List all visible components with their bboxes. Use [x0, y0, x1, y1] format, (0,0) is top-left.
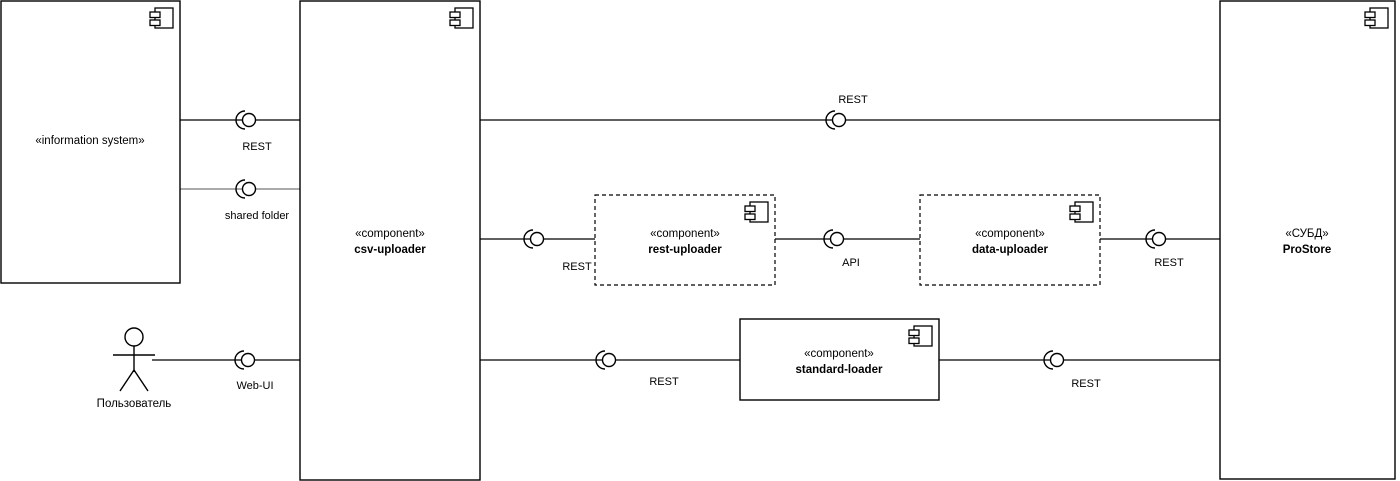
ball-icon — [1151, 231, 1167, 247]
interface-data-rest[interactable]: REST — [1145, 229, 1184, 269]
socket-arc-icon — [595, 350, 606, 370]
socket-arc-icon — [234, 350, 245, 370]
interface-is-rest[interactable]: REST — [235, 110, 272, 153]
interface-is-shared-folder[interactable]: shared folder — [225, 179, 290, 222]
interface-is-rest-label: REST — [242, 141, 272, 153]
interface-std-out-rest-label: REST — [1071, 378, 1101, 390]
component-icon — [449, 7, 474, 29]
node-rest-uploader-name: rest-uploader — [648, 244, 722, 256]
interface-top-rest[interactable]: REST — [825, 94, 868, 130]
interface-webui-label: Web-UI — [236, 380, 273, 392]
actor-right-leg-icon — [133, 369, 149, 392]
ball-icon — [240, 352, 256, 368]
ball-icon — [529, 231, 545, 247]
ball-icon — [829, 231, 845, 247]
interface-user-webui[interactable]: Web-UI — [234, 350, 274, 392]
socket-arc-icon — [1145, 229, 1156, 249]
interface-csv-rest-label: REST — [562, 261, 592, 273]
interface-std-in-rest-label: REST — [649, 376, 679, 388]
component-icon — [1364, 7, 1389, 29]
component-icon — [744, 201, 769, 223]
node-prostore[interactable]: «СУБД» ProStore — [1219, 0, 1396, 480]
ball-icon — [831, 112, 847, 128]
node-csv-uploader-stereotype: «component» — [355, 228, 425, 240]
node-standard-loader[interactable]: «component» standard-loader — [739, 318, 940, 401]
component-icon — [908, 325, 933, 347]
node-csv-uploader-box — [299, 0, 481, 481]
socket-arc-icon — [235, 110, 246, 130]
ball-icon — [1049, 352, 1065, 368]
node-csv-uploader-name: csv-uploader — [354, 244, 426, 256]
node-information-system-box — [0, 0, 181, 284]
interface-shared-folder-label: shared folder — [225, 210, 290, 222]
socket-arc-icon — [1043, 350, 1054, 370]
node-rest-uploader-stereotype: «component» — [650, 228, 720, 240]
node-standard-loader-box — [739, 318, 940, 401]
node-data-uploader-stereotype: «component» — [975, 228, 1045, 240]
node-standard-loader-name: standard-loader — [796, 364, 883, 376]
actor-user[interactable]: Пользователь — [97, 327, 172, 410]
socket-arc-icon — [823, 229, 834, 249]
actor-user-label: Пользователь — [97, 398, 172, 410]
component-icon — [149, 7, 174, 29]
ball-icon — [241, 112, 257, 128]
node-information-system-stereotype: «information system» — [35, 135, 144, 147]
ball-icon — [601, 352, 617, 368]
node-prostore-stereotype: «СУБД» — [1285, 228, 1328, 240]
node-prostore-name: ProStore — [1283, 244, 1332, 256]
actor-left-leg-icon — [119, 369, 135, 392]
node-csv-uploader[interactable]: «component» csv-uploader — [299, 0, 481, 481]
interface-csv-rest[interactable]: REST — [523, 229, 592, 273]
ball-icon — [241, 181, 257, 197]
socket-arc-icon — [523, 229, 534, 249]
component-icon — [1069, 201, 1094, 223]
socket-arc-icon — [235, 179, 246, 199]
socket-arc-icon — [825, 110, 836, 130]
node-prostore-box — [1219, 0, 1396, 480]
node-information-system[interactable]: «information system» — [0, 0, 181, 284]
interface-api[interactable]: API — [823, 229, 860, 269]
interface-api-label: API — [842, 257, 860, 269]
node-data-uploader-name: data-uploader — [972, 244, 1049, 256]
interface-std-out-rest[interactable]: REST — [1043, 350, 1101, 390]
actor-head-icon — [124, 327, 144, 347]
node-data-uploader[interactable]: «component» data-uploader — [919, 194, 1101, 286]
node-standard-loader-stereotype: «component» — [804, 348, 874, 360]
interface-top-rest-label: REST — [838, 94, 868, 106]
interface-data-rest-label: REST — [1154, 257, 1184, 269]
node-rest-uploader[interactable]: «component» rest-uploader — [594, 194, 776, 286]
interface-std-in-rest[interactable]: REST — [595, 350, 679, 388]
